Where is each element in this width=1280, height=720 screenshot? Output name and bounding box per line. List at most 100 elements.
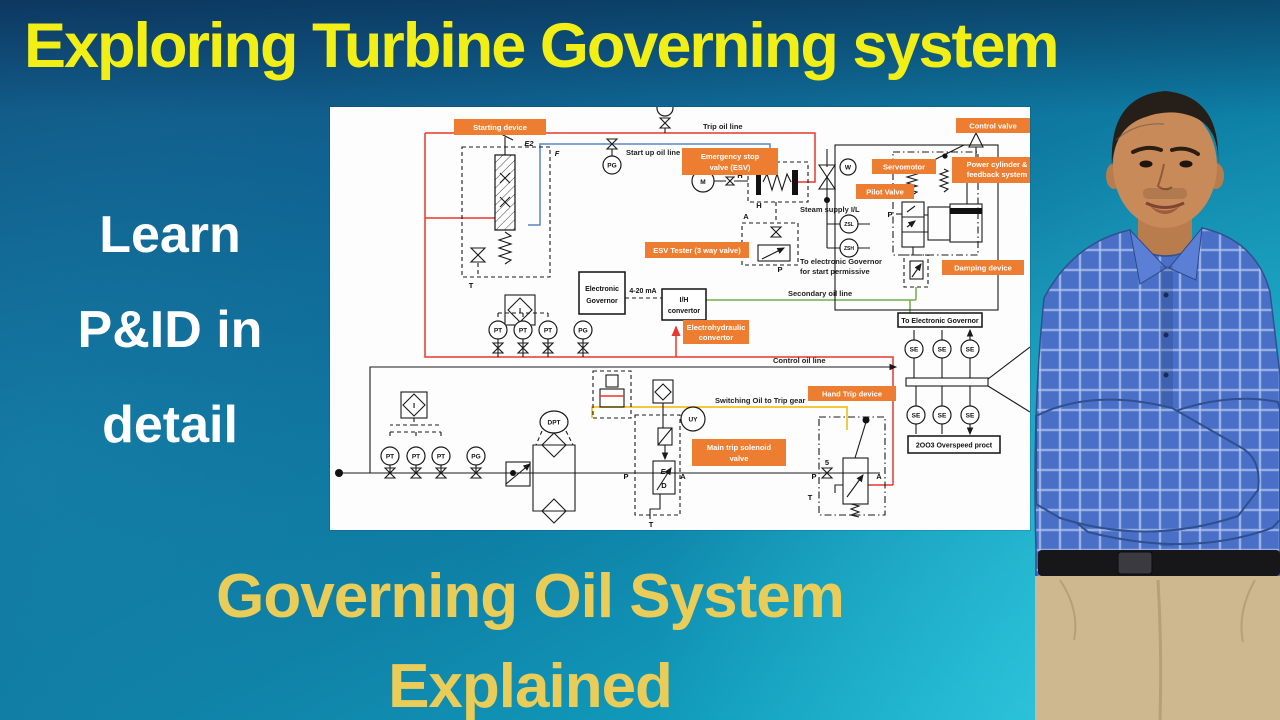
uy-relay: UY [680,406,706,432]
switching-oil-label: Switching Oil to Trip gear [715,396,806,405]
svg-text:convertor: convertor [699,333,734,342]
bottom-caption: Governing Oil System Explained [0,552,1060,720]
signal-4-20ma-label: 4-20 mA [629,288,656,295]
port-t: T [808,493,813,502]
instrument-pt-label: PT [386,454,394,461]
port-t: T [469,281,474,290]
eye-left [1139,160,1153,168]
svg-text:Power cylinder &: Power cylinder & [967,160,1028,169]
overspeed-label: 2OO3 Overspeed proct [916,443,993,450]
instrument-i-label: I [519,306,521,315]
presenter-head [1106,91,1224,228]
svg-text:valve: valve [730,454,749,463]
to-governor-permissive-label: To electronic Governor [800,257,882,266]
instrument-pg-label: PG [471,454,480,461]
port-a: A [876,472,882,481]
electronic-governor-label: Electronic [585,286,619,293]
left-caption: Learn P&ID in detail [36,188,304,473]
port-p: P [887,210,892,219]
svg-text:Hand Trip device: Hand Trip device [822,390,882,399]
hand-trip-device-symbol: 5 P A T [808,416,886,518]
tag-servomotor: Servomotor [872,159,936,174]
bottom-transmitter-cluster: I PT PT PT PG [380,391,486,479]
port-e2: E2 [524,139,534,148]
instrument-pt-label: PT [412,454,420,461]
svg-text:Emergency stop: Emergency stop [701,152,760,161]
instrument-dpt-label: DPT [548,420,561,427]
svg-text:Pilot Valve: Pilot Valve [866,188,904,197]
instrument-pt-label: PT [437,454,445,461]
ih-convertor: I/H convertor [661,288,707,321]
port-p: P [623,472,628,481]
port-e: E [660,467,666,476]
instrument-w-label: W [845,165,852,172]
valve-number: 5 [825,458,829,467]
eyebrow-left [1131,145,1163,154]
secondary-oil-line-label: Secondary oil line [788,289,852,298]
left-caption-line2: P&ID in [77,301,263,359]
accumulator-box [592,370,632,419]
esv-assembly: M H H A P [691,161,809,274]
instrument-se-label: SE [966,413,975,420]
instrument-pt-label: PT [494,328,502,335]
collar-left [1129,228,1167,285]
pants [1035,576,1280,720]
secondary-oil-line [706,287,917,313]
electronic-governor-label: Governor [586,298,618,305]
trip-oil-line [424,132,894,486]
presenter-photo [1034,91,1280,720]
presenter-arm-left [1035,398,1260,533]
bottom-caption-line2: Explained [388,652,673,720]
tag-pilot-valve: Pilot Valve [856,184,914,199]
tag-electrohydraulic-convertor: Electrohydraulic convertor [683,320,749,344]
belt [1038,550,1280,576]
instrument-pt-label: PT [519,328,527,335]
tag-emergency-stop-valve: Emergency stop valve (ESV) [682,148,778,175]
instrument-uy-label: UY [688,417,698,424]
mouth [1145,201,1185,209]
overspeed-protection-stack: To Electronic Governor SE SE SE SE SE SE… [897,312,1031,454]
starting-device: E2 F T [461,131,560,290]
pid-diagram: PG E2 F T I PT PT PT PG [335,99,1042,529]
page-title: Exploring Turbine Governing system [24,11,1060,81]
port-h: H [737,171,742,180]
svg-text:feedback system: feedback system [967,170,1028,179]
startup-oil-line-label: Start up oil line [626,148,680,157]
svg-text:Servomotor: Servomotor [883,163,925,172]
instrument-pg-label: PG [607,163,616,170]
tag-hand-trip-device: Hand Trip device [808,386,896,401]
svg-text:Electrohydraulic: Electrohydraulic [687,323,746,332]
tag-damping-device: Damping device [942,260,1024,275]
steam-valve-branch: W Steam supply I/L ZSL ZSH To electronic… [800,149,882,276]
instrument-pt-label: PT [544,328,552,335]
instrument-se-label: SE [938,413,947,420]
svg-text:valve (ESV): valve (ESV) [710,163,751,172]
ih-convertor-label: I/H [680,297,689,304]
left-caption-line1: Learn [99,206,241,264]
svg-text:Starting device: Starting device [473,123,527,132]
port-t: T [649,520,654,529]
bottom-caption-line1: Governing Oil System [216,562,845,631]
belt-buckle [1117,551,1153,575]
instrument-pg-label: PG [578,328,587,335]
svg-text:ESV Tester (3 way valve): ESV Tester (3 way valve) [653,246,741,255]
control-oil-line [335,363,898,477]
main-trip-solenoid-valve: P A E D T [623,379,686,529]
steam-supply-label: Steam supply I/L [800,205,860,214]
tag-power-cylinder: Power cylinder & feedback system [952,157,1042,183]
control-oil-line-label: Control oil line [773,356,826,365]
svg-text:Damping device: Damping device [954,264,1012,273]
filter-regulator-assembly: DPT [505,410,576,524]
tag-main-trip-solenoid: Main trip solenoid valve [692,439,786,466]
damping-device-symbol [903,247,929,288]
collar-right [1168,226,1203,281]
eye-right [1179,160,1193,168]
instrument-m-label: M [700,179,705,186]
port-p: P [811,472,816,481]
trip-line-valve [656,99,674,133]
steam-loop-boundary [834,144,999,311]
tag-esv-tester: ESV Tester (3 way valve) [645,242,749,258]
instrument-se-label: SE [912,413,921,420]
tag-starting-device: Starting device [454,119,546,135]
